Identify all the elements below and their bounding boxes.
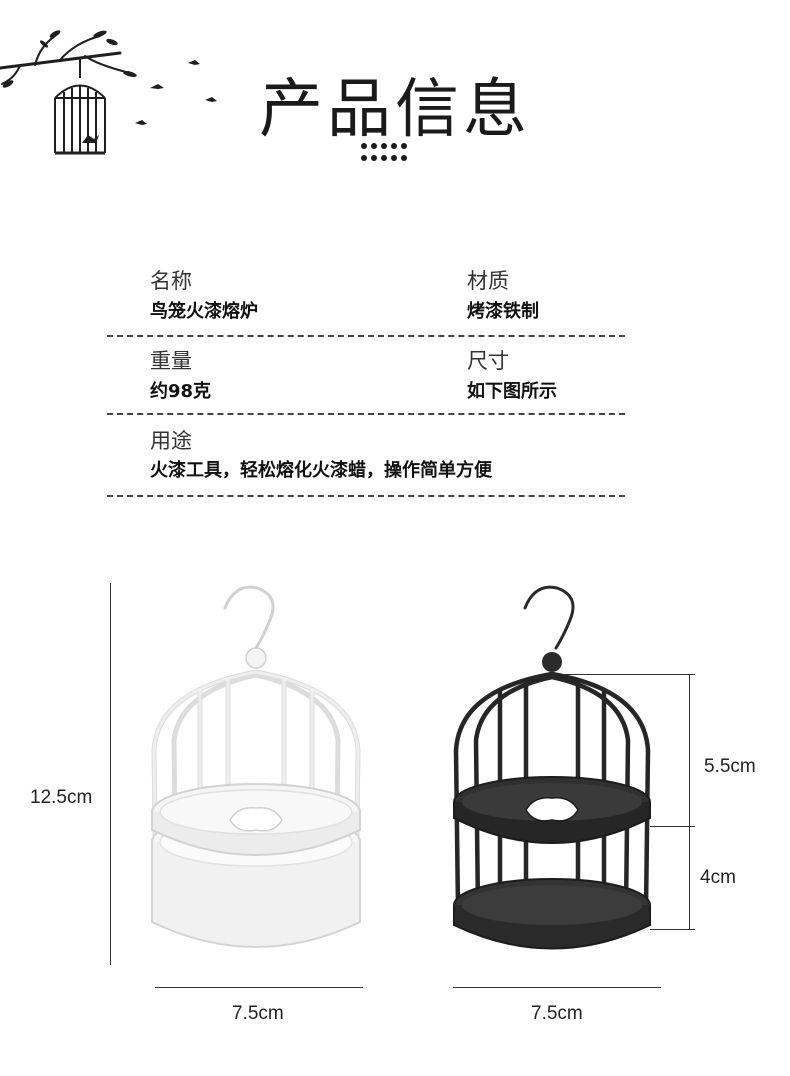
spec-value-usage: 火漆工具，轻松熔化火漆蜡，操作简单方便: [150, 460, 492, 481]
black-bottom-guide-line: [650, 929, 695, 930]
black-lower-height-label: 4cm: [700, 867, 736, 888]
white-width-dimension-line: [155, 987, 363, 988]
spec-label-name: 名称: [150, 269, 192, 293]
black-birdcage-image: [453, 585, 651, 950]
white-birdcage-image: [151, 585, 361, 948]
spec-value-size: 如下图所示: [467, 381, 557, 402]
spec-divider: [107, 335, 625, 337]
black-height-dimension-line: [689, 674, 690, 929]
branch-birdcage-decoration: [0, 30, 217, 155]
spec-value-material: 烤漆铁制: [467, 301, 539, 322]
white-width-label: 7.5cm: [232, 1003, 284, 1024]
black-top-guide-line: [565, 674, 695, 675]
page-title: 产品信息: [259, 73, 531, 147]
spec-label-weight: 重量: [150, 349, 192, 373]
spec-label-usage: 用途: [150, 429, 192, 453]
white-height-label: 12.5cm: [30, 787, 93, 808]
black-middle-guide-line: [650, 826, 695, 827]
black-width-dimension-line: [453, 987, 661, 988]
spec-divider: [107, 495, 625, 497]
black-width-label: 7.5cm: [531, 1003, 583, 1024]
spec-divider: [107, 413, 625, 415]
spec-label-size: 尺寸: [467, 349, 509, 373]
spec-value-weight: 约98克: [150, 381, 212, 402]
height-dimension-line: [110, 583, 111, 965]
spec-value-name: 鸟笼火漆熔炉: [150, 301, 258, 322]
black-upper-height-label: 5.5cm: [704, 756, 756, 777]
title-dots-decoration: [361, 143, 407, 161]
spec-label-material: 材质: [467, 269, 509, 293]
